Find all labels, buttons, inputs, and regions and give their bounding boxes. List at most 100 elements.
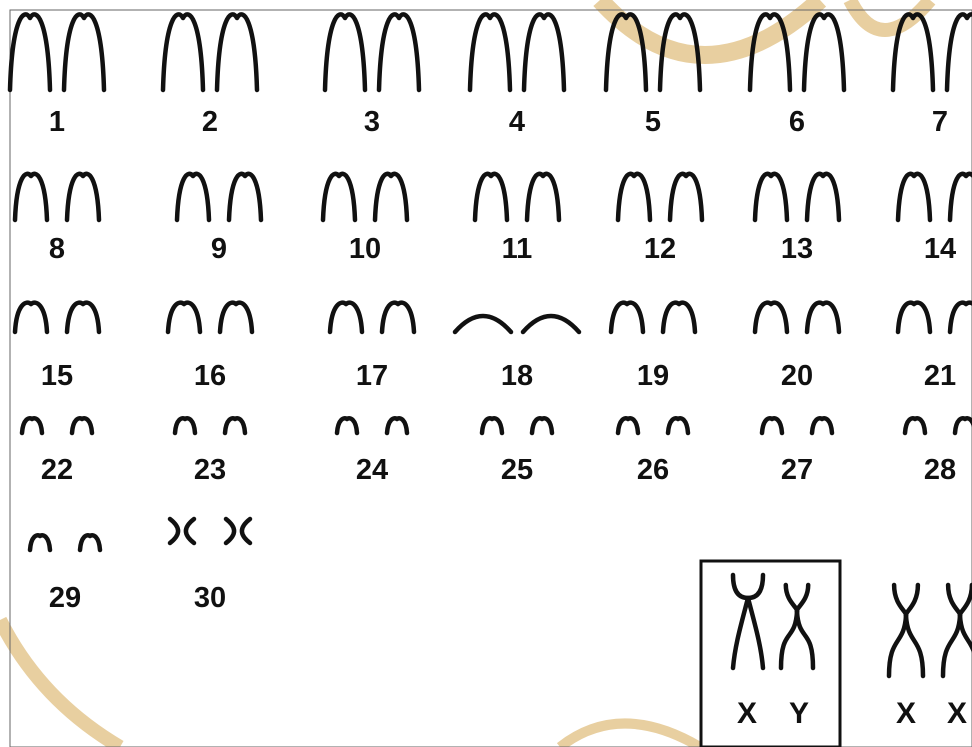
- chromosome: [163, 14, 203, 90]
- chromosome: [67, 174, 99, 220]
- watermark-arc: [560, 724, 700, 747]
- chromosome-number-label: 14: [924, 233, 956, 265]
- chromosome: [175, 418, 195, 433]
- chromosome-number-label: 5: [645, 106, 661, 138]
- chromosome-number-label: 13: [781, 233, 813, 265]
- highlight-box: [701, 561, 840, 747]
- chromosome-pair-2: 2: [163, 14, 257, 138]
- chromosome-pair-10: 10: [323, 174, 407, 265]
- chromosome: [523, 316, 579, 332]
- chromosome-pair-26: 26: [618, 418, 688, 486]
- chromatid: [186, 519, 194, 543]
- chromosome: [955, 418, 972, 433]
- chromosome-pair-7: 7: [893, 14, 972, 138]
- chromosome-number-label: 20: [781, 360, 813, 392]
- chromosome: [807, 174, 839, 220]
- chromosome-number-label: 23: [194, 454, 226, 486]
- chromosome-pair-13: 13: [755, 174, 839, 265]
- chromosome-number-label: 12: [644, 233, 676, 265]
- chromosome-pair-25: 25: [482, 418, 552, 486]
- chromosome: [618, 174, 650, 220]
- chromosome: [755, 174, 787, 220]
- chromosome-number-label: 24: [356, 454, 388, 486]
- chromosome: [898, 174, 930, 220]
- figure-border: [10, 10, 972, 747]
- chromosome: [177, 174, 209, 220]
- chromosome-number-label: 30: [194, 582, 226, 614]
- chromosome: [618, 418, 638, 433]
- chromosome-pair-29: 29: [30, 535, 100, 614]
- chromatid: [781, 585, 797, 668]
- chromosome-set: 1234567891011121314151617181920212223242…: [10, 14, 972, 614]
- chromatid: [733, 598, 748, 668]
- sex-chromosome-label: X: [947, 697, 967, 730]
- chromosome-pair-14: 14: [898, 174, 972, 265]
- chromosome-number-label: 7: [932, 106, 948, 138]
- chromosome-number-label: 16: [194, 360, 226, 392]
- chromatid: [170, 519, 178, 543]
- chromosome: [387, 418, 407, 433]
- chromatid: [889, 585, 906, 676]
- chromosome: [217, 14, 257, 90]
- chromosome: [80, 535, 100, 550]
- chromosome: [762, 418, 782, 433]
- chromosome-number-label: 4: [509, 106, 525, 138]
- chromosome: [527, 174, 559, 220]
- chromosome-pair-30: 30: [170, 519, 250, 614]
- chromosome-pair-17: 17: [330, 303, 414, 392]
- chromosome-number-label: 1: [49, 106, 65, 138]
- chromatid: [242, 519, 250, 543]
- chromosome: [807, 303, 839, 332]
- chromosome: [455, 316, 511, 332]
- chromosome: [950, 303, 972, 332]
- chromosome: [475, 174, 507, 220]
- chromosome: [323, 174, 355, 220]
- chromosome: [64, 14, 104, 90]
- x-chromosome: [733, 575, 763, 668]
- chromosome: [950, 174, 972, 220]
- chromosome: [72, 418, 92, 433]
- chromosome: [668, 418, 688, 433]
- chromosome: [382, 303, 414, 332]
- chromosome-pair-18: 18: [455, 316, 579, 392]
- chromosome: [10, 14, 50, 90]
- chromosome: [67, 303, 99, 332]
- chromatid: [906, 585, 923, 676]
- chromosome: [470, 14, 510, 90]
- chromosome: [898, 303, 930, 332]
- chromosome: [611, 303, 643, 332]
- chromosome-number-label: 26: [637, 454, 669, 486]
- chromosome-pair-8: 8: [15, 174, 99, 265]
- chromosome: [330, 303, 362, 332]
- chromosome: [220, 303, 252, 332]
- chromosome-pair-20: 20: [755, 303, 839, 392]
- chromosome: [482, 418, 502, 433]
- chromosome-number-label: 25: [501, 454, 533, 486]
- chromosome-pair-16: 16: [168, 303, 252, 392]
- chromosome: [375, 174, 407, 220]
- chromosome: [804, 14, 844, 90]
- y-chromosome: [781, 585, 813, 668]
- chromosome: [30, 535, 50, 550]
- chromosome-number-label: 27: [781, 454, 813, 486]
- chromosome-pair-1: 1: [10, 14, 104, 138]
- chromosome-pair-9: 9: [177, 174, 261, 265]
- chromosome: [15, 303, 47, 332]
- chromosome: [229, 174, 261, 220]
- chromosome: [22, 418, 42, 433]
- chromatid: [226, 519, 234, 543]
- chromatid: [733, 575, 763, 598]
- chromosome: [337, 418, 357, 433]
- chromosome-number-label: 11: [502, 233, 533, 265]
- chromosome-number-label: 17: [356, 360, 388, 392]
- chromosome-pair-4: 4: [470, 14, 564, 138]
- chromatid: [748, 598, 763, 668]
- chromosome-pair-27: 27: [762, 418, 832, 486]
- sex-chromosome-label: X: [896, 697, 916, 730]
- chromosome: [755, 303, 787, 332]
- chromosome: [524, 14, 564, 90]
- chromosome: [670, 174, 702, 220]
- chromosome-pair-22: 22: [22, 418, 92, 486]
